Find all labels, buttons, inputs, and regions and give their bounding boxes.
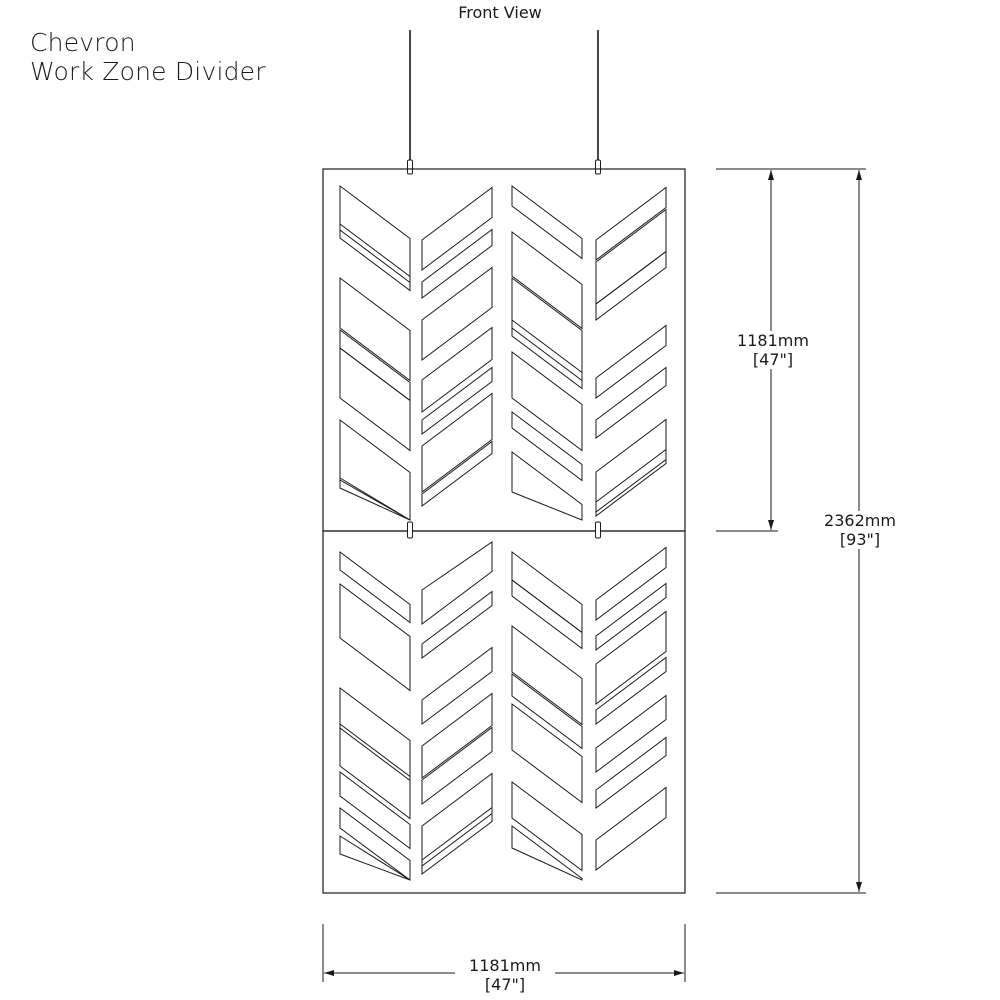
- panel-connectors: [407, 521, 601, 539]
- right-cable-clip: [595, 159, 601, 175]
- chevron-cutout: [421, 692, 493, 779]
- chevron-cutout: [339, 835, 411, 881]
- diagram-title: Chevron Work Zone Divider: [30, 28, 266, 86]
- chevron-cutout: [511, 781, 583, 872]
- chevron-cutout: [595, 324, 667, 399]
- right-connector: [595, 521, 601, 539]
- chevron-cutout: [595, 366, 667, 439]
- chevron-cutout: [511, 579, 583, 650]
- lower-chevron-cutouts: [339, 541, 667, 881]
- chevron-cutout: [339, 477, 411, 521]
- arrow-width-left: [324, 970, 334, 976]
- chevron-cutout: [421, 440, 493, 507]
- upper-chevron-cutouts: [339, 185, 667, 521]
- panel-width-metric: 1181mm: [469, 956, 541, 975]
- chevron-cutout: [339, 687, 411, 782]
- chevron-cutout: [595, 250, 667, 321]
- chevron-cutout: [595, 448, 667, 517]
- chevron-cutout: [421, 326, 493, 413]
- chevron-cutout: [511, 551, 583, 634]
- total-height-imperial: [93"]: [839, 530, 881, 549]
- arrow-total-bottom: [856, 882, 862, 892]
- chevron-cutout: [511, 703, 583, 804]
- chevron-cutout: [595, 610, 667, 705]
- chevron-cutout: [511, 411, 583, 482]
- lower-panel: [322, 530, 686, 894]
- chevron-cutout: [595, 186, 667, 261]
- arrow-panel-bottom: [768, 520, 774, 530]
- chevron-cutout: [511, 319, 583, 390]
- chevron-cutout: [421, 366, 493, 435]
- chevron-cutout: [511, 351, 583, 452]
- chevron-cutout: [421, 186, 493, 271]
- chevron-cutout: [595, 546, 667, 621]
- chevron-cutout: [339, 347, 411, 452]
- total-height-metric: 2362mm: [824, 511, 896, 530]
- left-cable-clip: [407, 159, 413, 175]
- chevron-cutout: [595, 582, 667, 651]
- arrow-width-right: [674, 970, 684, 976]
- chevron-cutout: [421, 228, 493, 299]
- chevron-cutout: [511, 625, 583, 726]
- left-connector: [407, 521, 413, 539]
- chevron-cutout: [421, 646, 493, 725]
- chevron-cutout: [339, 223, 411, 292]
- chevron-cutout: [421, 541, 493, 625]
- chevron-cutout: [511, 231, 583, 330]
- chevron-cutout: [595, 418, 667, 513]
- chevron-cutout: [339, 329, 411, 402]
- chevron-cutout: [421, 806, 493, 875]
- view-label: Front View: [458, 3, 542, 22]
- chevron-cutout: [339, 277, 411, 382]
- chevron-cutout: [421, 726, 493, 805]
- chevron-cutout: [595, 208, 667, 305]
- upper-panel: [322, 168, 686, 532]
- panel-width-imperial: [47"]: [484, 975, 526, 994]
- chevron-cutout: [339, 419, 411, 521]
- chevron-cutout: [595, 656, 667, 725]
- chevron-cutout: [339, 551, 411, 624]
- chevron-cutout: [595, 736, 667, 809]
- total-height-dimension: 2362mm [93"]: [812, 511, 908, 549]
- chevron-cutout: [339, 583, 411, 692]
- chevron-cutout: [511, 451, 583, 521]
- panel-height-imperial: [47"]: [752, 350, 794, 369]
- panel-width-dimension: 1181mm [47"]: [455, 956, 555, 994]
- chevron-cutout: [595, 786, 667, 871]
- title-line-1: Chevron: [30, 28, 136, 57]
- hanging-cables: [407, 30, 601, 175]
- chevron-cutout: [421, 590, 493, 659]
- panel-height-dimension: 1181mm [47"]: [728, 331, 818, 369]
- panel-height-metric: 1181mm: [737, 331, 809, 350]
- chevron-cutout: [511, 825, 583, 881]
- chevron-cutout: [339, 771, 411, 850]
- title-line-2: Work Zone Divider: [30, 57, 266, 86]
- panel-outlines: [322, 168, 686, 894]
- chevron-cutout: [421, 392, 493, 493]
- arrow-panel-top: [768, 170, 774, 180]
- chevron-cutout: [339, 723, 411, 820]
- chevron-cutout: [595, 694, 667, 773]
- arrow-total-top: [856, 170, 862, 180]
- dimension-lines: [322, 168, 866, 982]
- chevron-cutout: [511, 185, 583, 260]
- chevron-cutout: [339, 807, 411, 881]
- chevron-cutout: [421, 266, 493, 361]
- chevron-cutout: [511, 673, 583, 750]
